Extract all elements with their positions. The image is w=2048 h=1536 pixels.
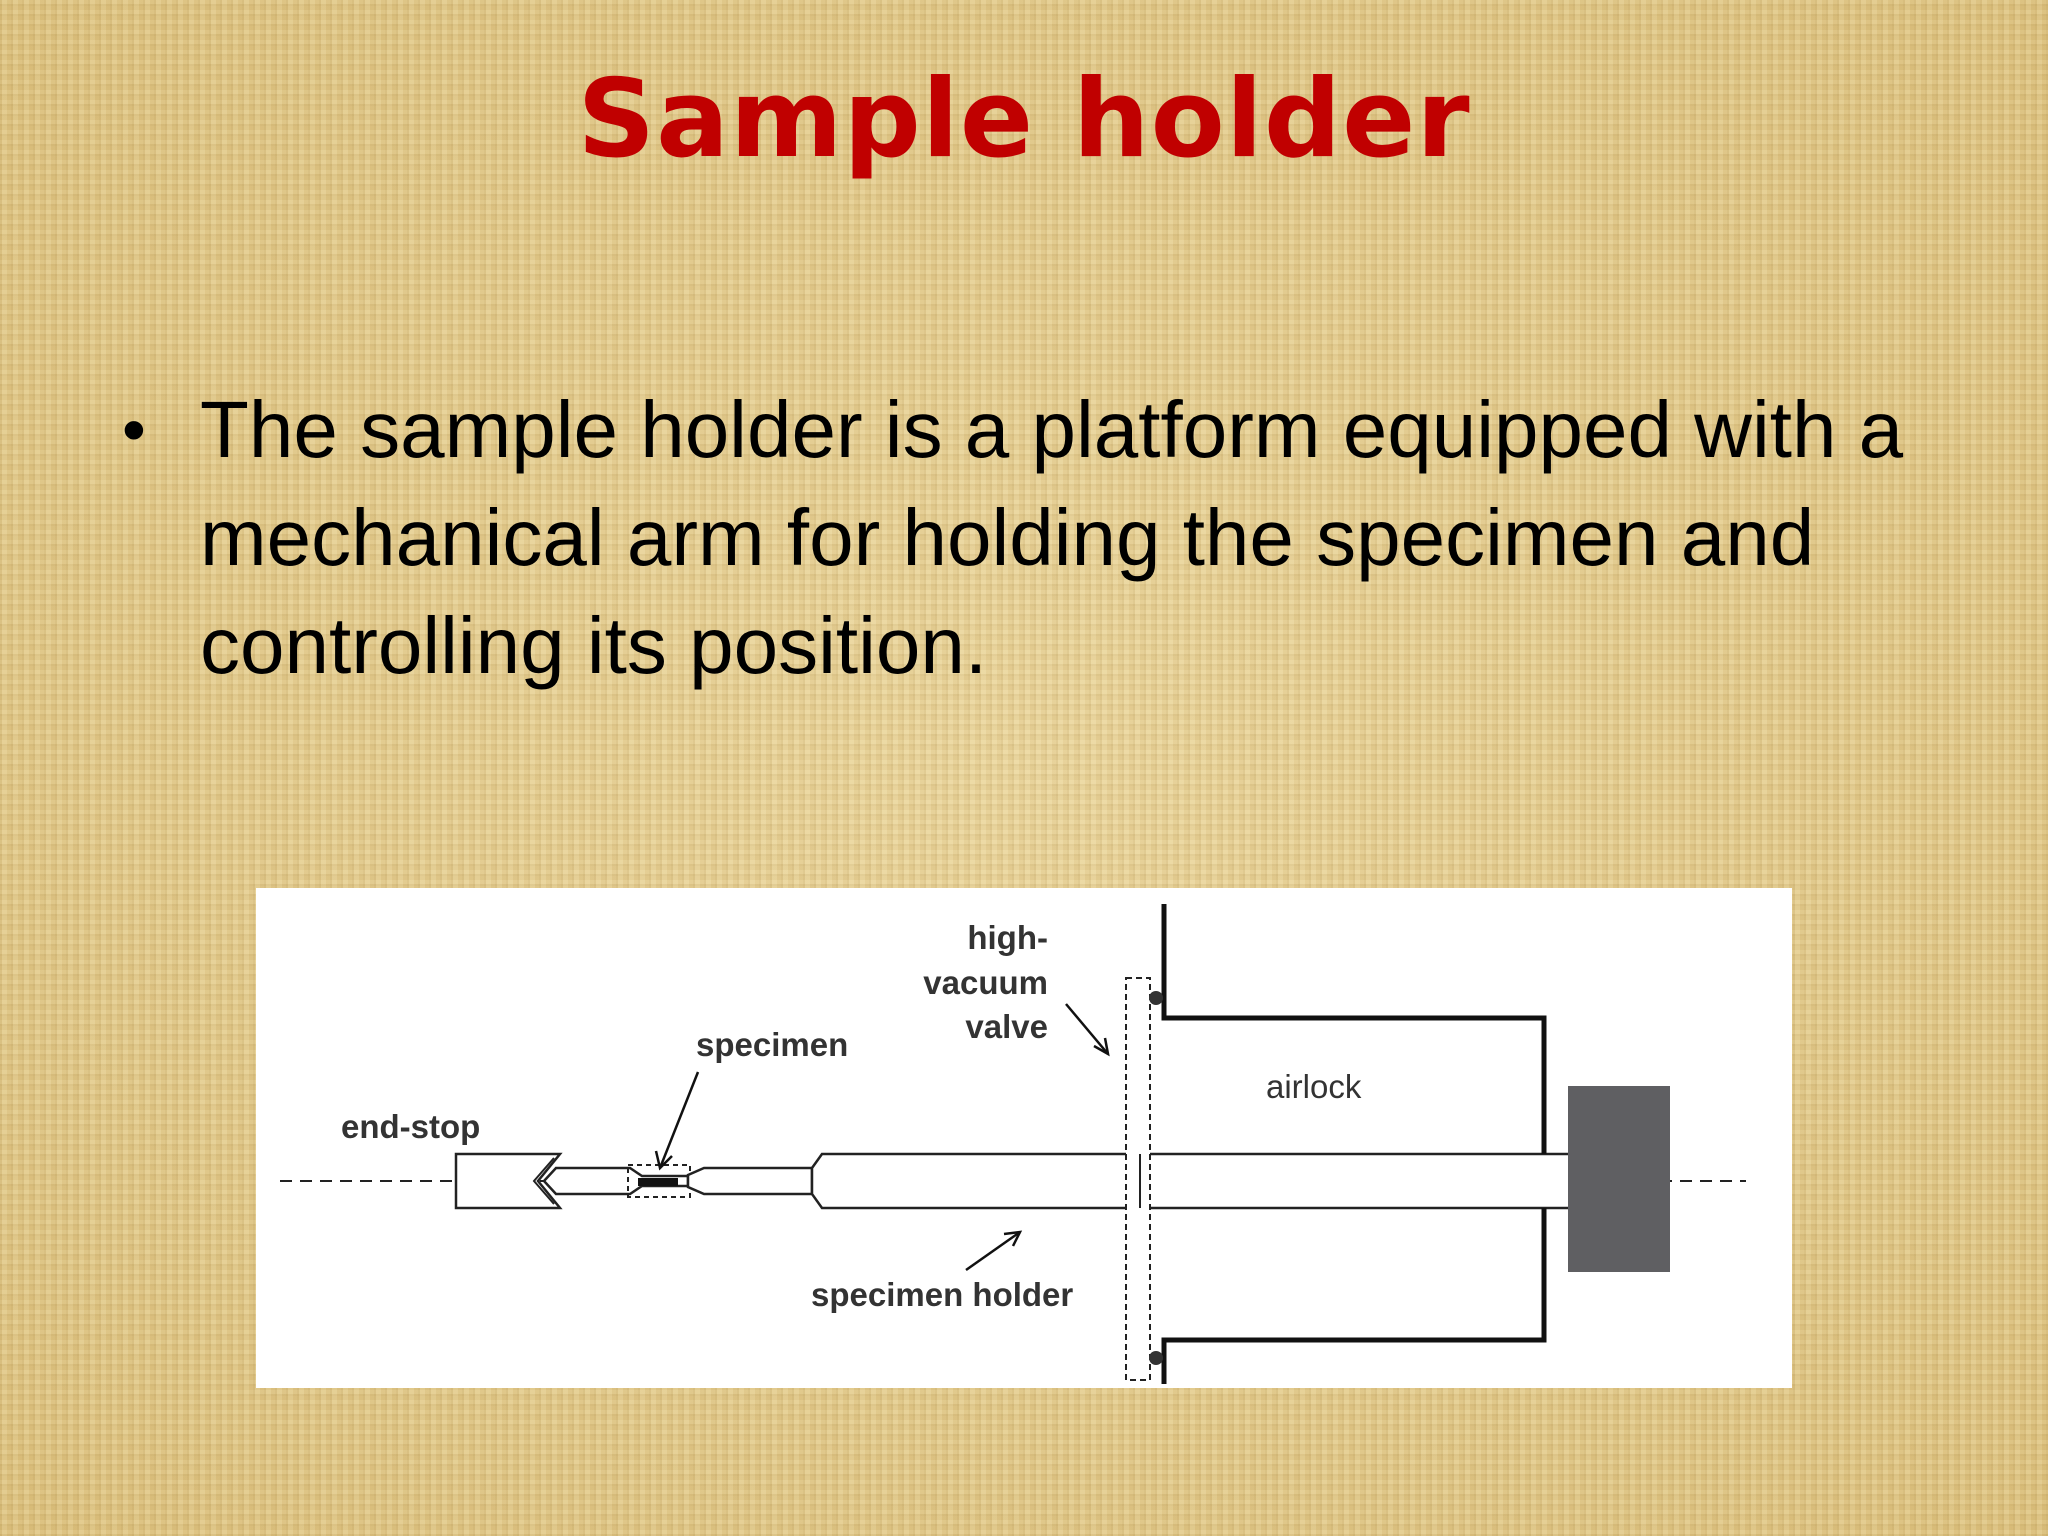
holder-arrow bbox=[965, 1230, 1021, 1272]
label-high-vacuum-3: valve bbox=[965, 1008, 1048, 1045]
airlock-bottom-wall bbox=[1161, 1208, 1547, 1384]
valve-arrowhead bbox=[1093, 1037, 1110, 1057]
specimen-disk bbox=[638, 1178, 678, 1186]
bullet-text: The sample holder is a platform equipped… bbox=[200, 385, 1904, 690]
label-high-vacuum-2: vacuum bbox=[923, 964, 1048, 1001]
specimen-arrowhead bbox=[654, 1150, 673, 1171]
end-stop-inner bbox=[532, 1157, 555, 1205]
end-stop-shape bbox=[454, 1152, 563, 1210]
diagram-svg: high- vacuum valve specimen end-stop air… bbox=[280, 904, 1746, 1384]
valve-seal-top bbox=[1149, 991, 1163, 1005]
specimen-arrow bbox=[658, 1071, 700, 1169]
label-high-vacuum-1: high- bbox=[967, 919, 1048, 956]
label-end-stop: end-stop bbox=[341, 1108, 480, 1145]
airlock-top-wall bbox=[1161, 904, 1547, 1154]
valve-seal-bottom bbox=[1149, 1351, 1163, 1365]
holder-knob bbox=[1568, 1086, 1670, 1272]
bullet-dot-icon: • bbox=[122, 392, 146, 468]
slide-title: Sample holder bbox=[577, 57, 1471, 182]
label-airlock: airlock bbox=[1266, 1068, 1362, 1105]
holder-thin-rod bbox=[686, 1166, 814, 1196]
label-specimen-holder: specimen holder bbox=[811, 1276, 1073, 1313]
sample-holder-diagram: high- vacuum valve specimen end-stop air… bbox=[256, 888, 1792, 1388]
valve-arrow bbox=[1065, 1003, 1109, 1055]
holder-arrowhead bbox=[1003, 1230, 1023, 1247]
label-specimen: specimen bbox=[696, 1026, 848, 1063]
bullet-item: • The sample holder is a platform equipp… bbox=[122, 376, 1962, 700]
holder-main-rod bbox=[810, 1152, 1572, 1210]
valve-gate bbox=[1125, 977, 1151, 1381]
